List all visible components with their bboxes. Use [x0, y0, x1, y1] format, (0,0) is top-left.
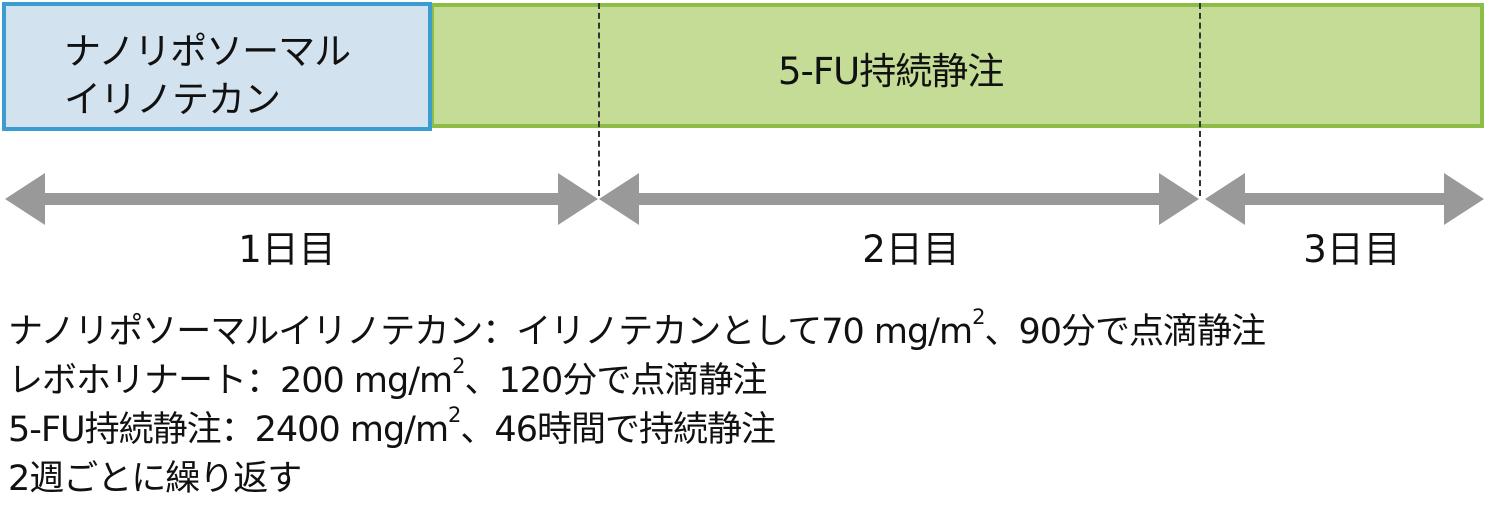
note-cycle: 2週ごとに繰り返す — [8, 459, 302, 499]
fu-infusion-label: 5-FU持続静注 — [778, 50, 1004, 93]
day-divider-2 — [1199, 3, 1201, 196]
day-2-label: 2日目 — [862, 228, 960, 271]
day-1-label: 1日目 — [238, 228, 336, 271]
fu-infusion-bar — [430, 3, 1484, 128]
day-divider-1 — [598, 3, 600, 196]
nanoliposomal-label-line2: イリノテカン — [64, 78, 281, 121]
regimen-notes: ナノリポソーマルイリノテカン：イリノテカンとして70 mg/m2、90分で点滴静… — [8, 305, 1266, 504]
nanoliposomal-label-line1: ナノリポソーマル — [64, 30, 351, 73]
nanoliposomal-irinotecan-box: ナノリポソーマル イリノテカン — [2, 2, 432, 131]
day2-arrow — [599, 173, 1199, 225]
nanoliposomal-irinotecan-label: ナノリポソーマル イリノテカン — [64, 28, 351, 124]
day3-arrow — [1205, 173, 1484, 225]
note-nanoliposomal-dose: ナノリポソーマルイリノテカン：イリノテカンとして70 mg/m2、90分で点滴静… — [8, 305, 1266, 352]
day-3-label: 3日目 — [1303, 228, 1401, 271]
note-fu-dose: 5-FU持続静注：2400 mg/m2、46時間で持続静注 — [8, 403, 776, 450]
day1-arrow — [5, 173, 598, 225]
day-arrows — [5, 173, 1484, 225]
note-levofolinate-dose: レボホリナート：200 mg/m2、120分で点滴静注 — [8, 354, 767, 401]
